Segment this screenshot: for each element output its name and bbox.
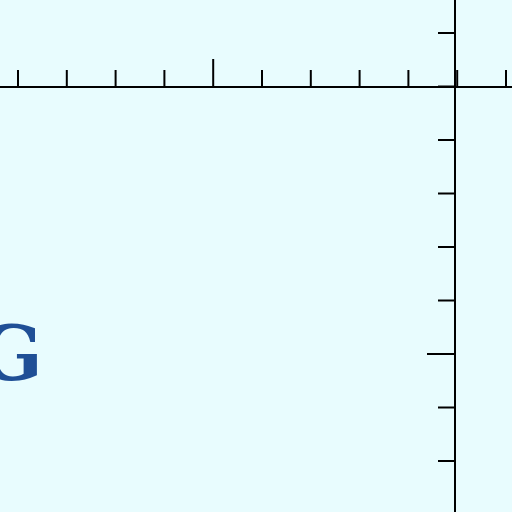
horizontal-ruler — [0, 59, 512, 88]
partial-logo-letter: G — [0, 309, 43, 398]
vertical-ruler — [427, 0, 456, 512]
